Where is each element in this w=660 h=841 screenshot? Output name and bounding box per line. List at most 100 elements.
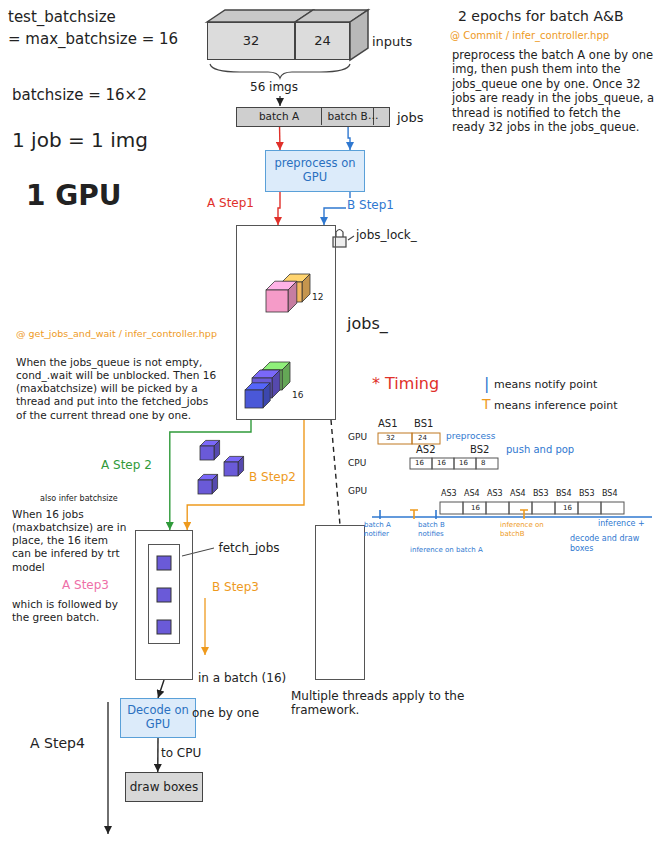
annotation-text: batch A notifier	[364, 521, 412, 539]
annotation-text: AS3	[487, 489, 510, 499]
annotation-text: 56 imgs	[250, 80, 330, 95]
annotation-text: 16	[415, 459, 431, 468]
annotation-text: 16	[563, 504, 579, 513]
heading-text: Multiple threads apply to the framework.	[291, 689, 531, 718]
annotation-text: 1 GPU	[26, 178, 156, 213]
annotation-text: AS1	[378, 418, 408, 431]
leader-line	[182, 548, 214, 556]
edge-label: A Step1	[206, 196, 255, 210]
annotation-text: When 16 jobs (maxbatchsize) are in place…	[12, 508, 130, 574]
heading-text: jobs	[397, 110, 447, 126]
edge-label: B Step1	[346, 198, 395, 212]
annotation-text: also infer batchsize	[40, 494, 140, 504]
annotation-text: batchsize = 16×2	[12, 86, 212, 105]
annotation-text: GPU	[348, 432, 378, 443]
lock-icon	[333, 230, 354, 248]
input-box-tops	[207, 10, 368, 60]
annotation-text: 16	[459, 459, 475, 468]
annotation-text: BS3	[533, 489, 556, 499]
edge-label: to CPU	[160, 746, 202, 760]
annotation-text: * Timing	[372, 374, 472, 394]
annotation-text: preprocess the batch A one by one img, t…	[452, 48, 655, 134]
annotation-text: T	[482, 396, 494, 414]
annotation-text: means inference point	[494, 399, 644, 413]
timing-bars	[440, 502, 624, 514]
edge-label: A Step 2	[100, 458, 153, 472]
annotation-text: which is followed by the green batch.	[12, 598, 130, 624]
annotation-text: CPU	[348, 458, 378, 469]
annotation-text: BS4	[556, 489, 579, 499]
annotation-text: AS3	[441, 489, 464, 499]
box-text: draw boxes	[130, 780, 199, 794]
annotation-text: 16	[471, 504, 487, 513]
flow-arrow	[278, 192, 280, 225]
annotation-text: ...	[368, 109, 388, 123]
jobs-bar: batch Abatch Bjobs	[236, 107, 390, 127]
box-text: 32	[243, 33, 260, 49]
brace	[210, 64, 350, 78]
box-text: batch B	[328, 110, 368, 123]
step-arrow	[107, 702, 108, 834]
annotation-text: 1 job = 1 img	[12, 128, 212, 153]
box-text: batch A	[259, 110, 299, 123]
batch-cell: batch A	[237, 108, 322, 125]
annotation-text: 8	[481, 459, 497, 468]
annotation-text: AS4	[510, 489, 533, 499]
annotation-text: When the jobs_queue is not empty, cond_.…	[16, 356, 221, 422]
annotation-text: inputs	[372, 34, 432, 50]
annotation-text: test_batchsize	[8, 8, 218, 27]
job-squares	[157, 556, 171, 634]
input-box: 24	[295, 22, 350, 60]
timing-bars	[378, 433, 440, 444]
step-arrow	[204, 598, 205, 655]
heading-text: in a batch (16)	[198, 671, 318, 685]
output-box: draw boxes	[125, 772, 203, 802]
annotation-text: 12	[312, 292, 332, 303]
annotation-text: 32	[386, 434, 406, 443]
annotation-text: inference on batchB	[500, 521, 562, 539]
flow-arrow	[170, 420, 251, 530]
annotation-text: A Step4	[30, 735, 105, 753]
annotation-text: @ Commit / infer_controller.hpp	[450, 30, 655, 43]
annotation-text: 16	[292, 390, 312, 401]
box-text: Decode on GPU	[121, 704, 195, 732]
flow-arrow	[331, 420, 340, 525]
annotation-text: means notify point	[494, 378, 644, 392]
edge-label: B Step2	[248, 470, 297, 484]
annotation-text: BS4	[602, 489, 625, 499]
annotation-text: @ get_jobs_and_wait / infer_controller.h…	[16, 328, 221, 340]
annotation-text: 16	[437, 459, 453, 468]
flow-arrow	[187, 420, 304, 530]
annotation-text: one by one	[192, 706, 282, 721]
flow-arrow	[157, 738, 159, 772]
flow-arrow	[279, 125, 281, 150]
annotation-text: BS1	[414, 418, 444, 431]
annotation-text: B Step3	[212, 580, 272, 595]
annotation-text: jobs_lock_	[356, 228, 436, 243]
timing-bars	[410, 458, 498, 469]
queue-box: jobs_	[236, 225, 336, 420]
thread-box: Multiple threads apply to the framework.	[315, 525, 365, 680]
annotation-text: decode and draw boxes	[570, 534, 656, 554]
annotation-text: = max_batchsize = 16	[8, 30, 228, 49]
annotation-text: BS2	[470, 444, 500, 457]
heading-text: jobs_	[347, 314, 407, 333]
input-arrow	[279, 96, 280, 106]
process-box: Decode on GPU	[120, 698, 196, 738]
annotation-text: BS3	[579, 489, 602, 499]
box-text: preprocess on GPU	[266, 157, 364, 185]
annotation-text: 2 epochs for batch A&B	[458, 8, 656, 26]
process-box: preprocess on GPU	[265, 150, 365, 192]
annotation-text: A Step3	[62, 578, 132, 593]
annotation-text: AS2	[416, 444, 446, 457]
annotation-text: push and pop	[506, 444, 606, 457]
timeline-ticks	[380, 510, 528, 519]
annotation-text: preprocess	[446, 431, 516, 442]
annotation-text: |	[484, 374, 494, 394]
annotation-text: inference +	[598, 519, 656, 529]
heading-text: fetch_jobs	[219, 541, 309, 555]
thread-box: fetch_jobsin a batch (16)	[135, 530, 193, 680]
box-text: 24	[314, 33, 331, 49]
annotation-text: inference on batch A	[410, 546, 485, 555]
batch-cell: batch B	[322, 108, 374, 125]
